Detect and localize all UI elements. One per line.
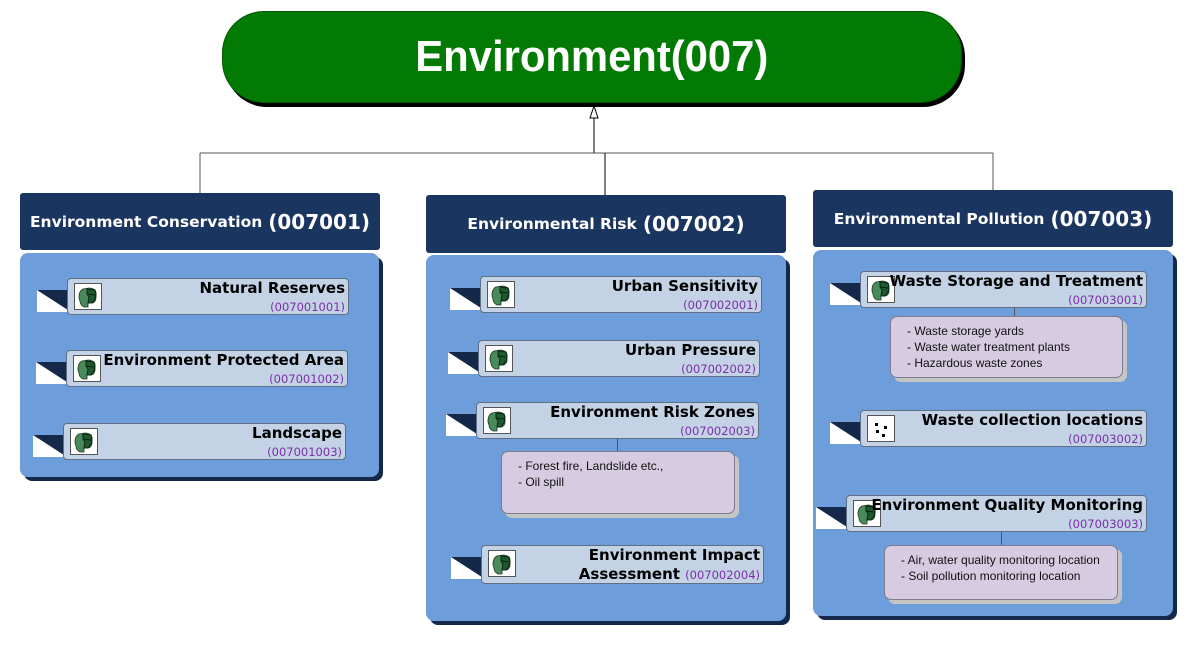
- item-title: Waste collection locations: [921, 411, 1143, 429]
- layer-polygon-icon: [487, 281, 515, 308]
- column-name: Environment Conservation: [29, 212, 263, 231]
- layer-polygon-icon: [485, 345, 513, 372]
- note-connector: [617, 438, 618, 452]
- item-code: (007003001): [1068, 293, 1143, 307]
- item-tab-marker: [36, 362, 70, 384]
- layer-item[interactable]: Environment Impact Assessment (007002004…: [451, 545, 764, 584]
- column-name: Environmental Pollution: [833, 209, 1045, 228]
- item-tab-marker: [450, 288, 484, 310]
- item-code: (007001003): [267, 445, 342, 459]
- note-connector: [1014, 307, 1015, 317]
- layer-polygon-icon: [73, 355, 101, 382]
- root-node[interactable]: Environment(007): [222, 11, 962, 103]
- layer-polygon-icon: [74, 283, 102, 310]
- note-box: - Air, water quality monitoring location…: [884, 545, 1118, 600]
- item-title: Landscape: [252, 424, 342, 442]
- column-code: (007001): [268, 209, 371, 234]
- item-title: Environment Risk Zones: [550, 403, 755, 421]
- layer-item[interactable]: Urban Pressure (007002002): [448, 340, 760, 377]
- item-code: (007002003): [680, 424, 755, 438]
- item-title-line-1: Environment Impact: [588, 546, 760, 564]
- layer-item[interactable]: Environment Protected Area (007001002): [36, 350, 348, 387]
- note-line: - Waste water treatment plants: [907, 340, 1070, 354]
- item-card[interactable]: Environment Risk Zones (007002003): [476, 402, 759, 439]
- item-code: (007001001): [270, 300, 345, 314]
- item-card[interactable]: Environment Impact Assessment (007002004…: [481, 545, 764, 584]
- column-code: (007002): [642, 212, 745, 236]
- column-header-risk[interactable]: Environmental Risk (007002): [426, 195, 786, 253]
- item-title: Waste Storage and Treatment: [889, 272, 1143, 290]
- item-title: Environment Quality Monitoring: [871, 496, 1143, 514]
- item-code: (007002004): [685, 568, 760, 582]
- note-connector: [1001, 531, 1002, 545]
- item-tab-marker: [33, 435, 67, 457]
- item-card[interactable]: Waste Storage and Treatment (007003001): [860, 271, 1147, 308]
- layer-item[interactable]: Environment Quality Monitoring (00700300…: [816, 495, 1147, 532]
- note-line: - Soil pollution monitoring location: [901, 569, 1081, 583]
- item-tab-marker: [37, 290, 71, 312]
- note-box: - Waste storage yards - Waste water trea…: [890, 316, 1123, 378]
- column-code: (007003): [1050, 206, 1153, 231]
- item-code: (007001002): [269, 372, 344, 386]
- layer-polygon-icon: [483, 407, 511, 434]
- inheritance-arrow-icon: [589, 104, 599, 119]
- item-tab-marker: [830, 422, 864, 444]
- note-line: - Air, water quality monitoring location: [901, 553, 1100, 567]
- layer-point-icon: [867, 415, 895, 442]
- item-card[interactable]: Environment Protected Area (007001002): [66, 350, 348, 387]
- column-header-conservation[interactable]: Environment Conservation (007001): [20, 193, 380, 250]
- column-header-pollution[interactable]: Environmental Pollution (007003): [813, 190, 1173, 247]
- layer-polygon-icon: [70, 428, 98, 455]
- layer-polygon-icon: [488, 550, 516, 577]
- layer-polygon-icon: [867, 276, 895, 303]
- item-card[interactable]: Urban Sensitivity (007002001): [480, 276, 762, 313]
- column-panel-conservation: Natural Reserves (007001001) Environment…: [20, 253, 379, 477]
- item-tab-marker: [446, 414, 480, 436]
- layer-item[interactable]: Waste Storage and Treatment (007003001): [830, 271, 1147, 308]
- column-panel-risk: Urban Sensitivity (007002001) Urban Pres…: [426, 255, 786, 621]
- item-tab-marker: [830, 283, 864, 305]
- item-title: Urban Sensitivity: [611, 277, 758, 295]
- item-tab-marker: [448, 352, 482, 374]
- item-tab-marker: [816, 507, 850, 529]
- layer-item[interactable]: Landscape (007001003): [33, 423, 346, 460]
- item-code: (007003003): [1068, 517, 1143, 531]
- column-name: Environmental Risk: [467, 215, 637, 233]
- connector-lines: [199, 104, 994, 195]
- item-title: Environment Impact Assessment (007002004…: [579, 546, 760, 585]
- item-title: Environment Protected Area: [103, 351, 344, 369]
- item-title-line-2: Assessment: [578, 565, 680, 583]
- note-line: - Forest fire, Landslide etc.,: [518, 459, 664, 473]
- item-code: (007002002): [681, 362, 756, 376]
- layer-item[interactable]: Waste collection locations (007003002): [830, 410, 1147, 447]
- layer-polygon-icon: [853, 500, 881, 527]
- note-box: - Forest fire, Landslide etc., - Oil spi…: [501, 451, 735, 514]
- root-title: Environment(007): [415, 32, 769, 81]
- item-title: Urban Pressure: [624, 341, 756, 359]
- note-line: - Hazardous waste zones: [907, 356, 1043, 370]
- layer-item[interactable]: Urban Sensitivity (007002001): [450, 276, 762, 313]
- note-line: - Waste storage yards: [907, 324, 1024, 338]
- item-card[interactable]: Natural Reserves (007001001): [67, 278, 349, 315]
- layer-item[interactable]: Environment Risk Zones (007002003): [446, 402, 759, 439]
- item-code: (007002001): [683, 298, 758, 312]
- item-card[interactable]: Landscape (007001003): [63, 423, 346, 460]
- layer-item[interactable]: Natural Reserves (007001001): [37, 278, 349, 315]
- item-card[interactable]: Environment Quality Monitoring (00700300…: [846, 495, 1147, 532]
- item-card[interactable]: Waste collection locations (007003002): [860, 410, 1147, 447]
- item-title: Natural Reserves: [199, 279, 345, 297]
- item-code: (007003002): [1068, 432, 1143, 446]
- note-line: - Oil spill: [518, 475, 565, 489]
- item-tab-marker: [451, 557, 485, 579]
- column-panel-pollution: Waste Storage and Treatment (007003001) …: [813, 250, 1173, 616]
- item-card[interactable]: Urban Pressure (007002002): [478, 340, 760, 377]
